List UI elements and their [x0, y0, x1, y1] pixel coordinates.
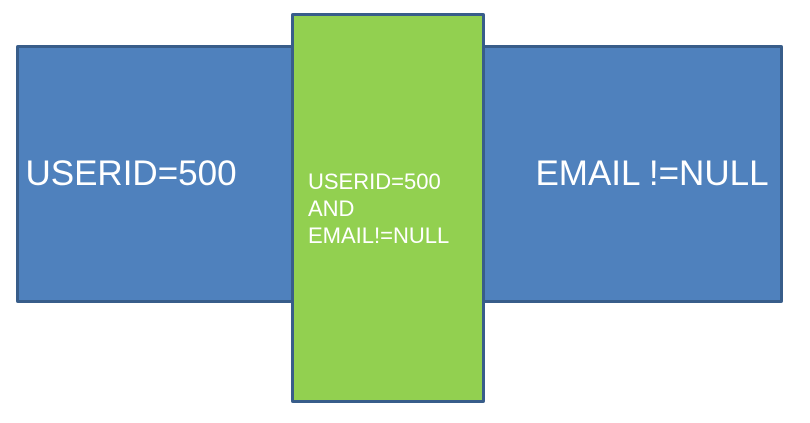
- overlap-shape: [291, 13, 485, 403]
